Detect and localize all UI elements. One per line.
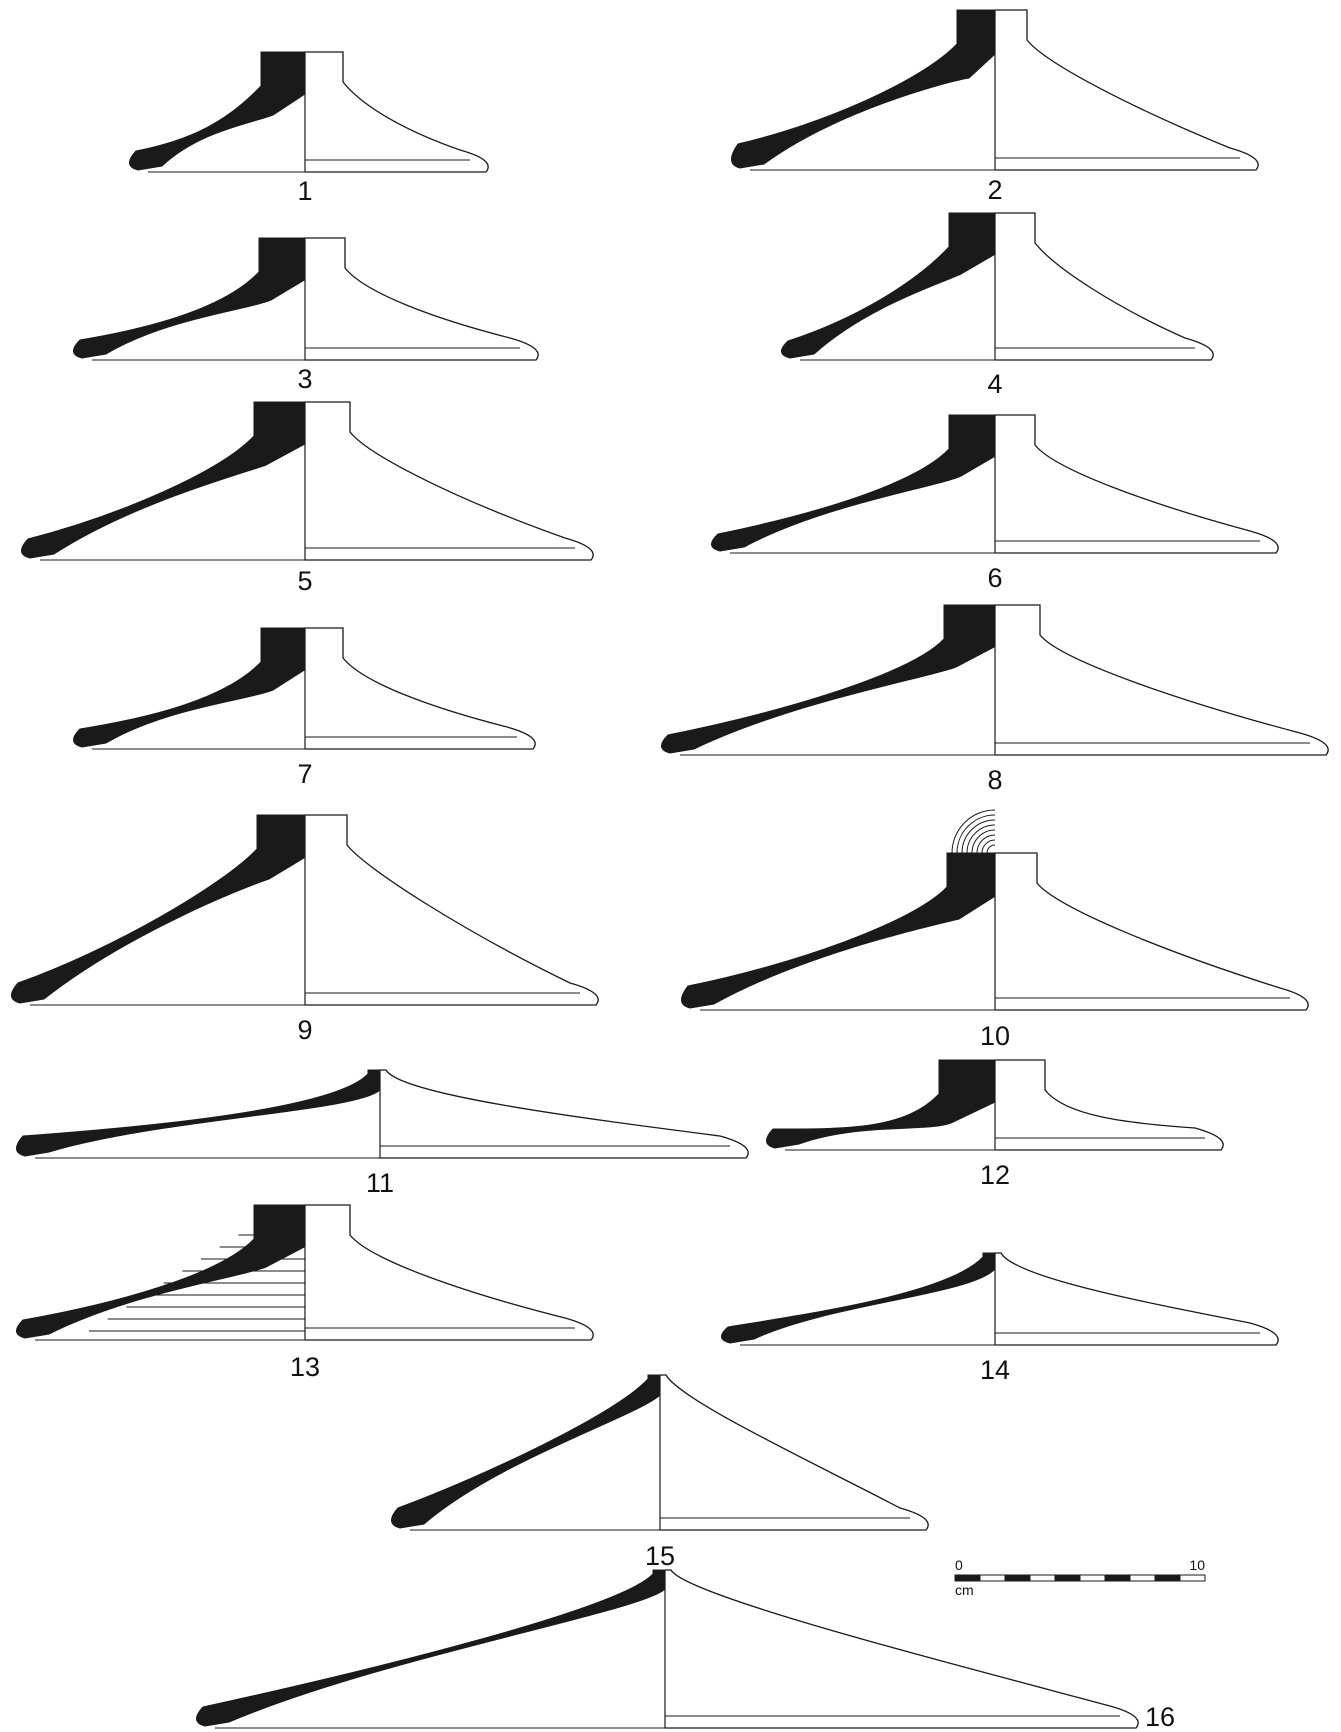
scale-segment: [979, 1574, 1006, 1582]
scale-start-label: 0: [955, 1557, 963, 1573]
figure-label-11: 11: [366, 1168, 394, 1198]
scale-end-label: 10: [1189, 1557, 1205, 1573]
figure-label-8: 8: [987, 765, 1002, 795]
lid-drawing-5: [21, 401, 594, 561]
lid-drawing-8: [661, 604, 1329, 756]
figure-label-14: 14: [980, 1355, 1010, 1385]
lid-exterior-outline: [665, 1569, 1139, 1729]
lid-section-profile: [766, 1059, 996, 1149]
scale-segment: [954, 1574, 981, 1582]
lid-section-profile: [721, 1252, 996, 1344]
lid-exterior-outline: [305, 627, 536, 750]
scale-segment: [1179, 1574, 1206, 1582]
lid-13-hatching: [89, 1234, 305, 1332]
figure-label-16: 16: [1145, 1702, 1175, 1732]
lid-section-profile: [711, 414, 996, 552]
lid-drawing-4: [781, 212, 1214, 361]
figure-label-12: 12: [980, 1160, 1010, 1190]
scale-segment: [1004, 1574, 1031, 1582]
lid-section-profile: [16, 1204, 306, 1339]
lid-drawing-14: [721, 1252, 1279, 1346]
lid-exterior-outline: [995, 1252, 1279, 1346]
lid-section-profile: [681, 852, 996, 1009]
lid-exterior-outline: [995, 1059, 1224, 1151]
lid-drawing-15: [391, 1374, 929, 1531]
lid-section-profile: [11, 814, 306, 1004]
figure-label-5: 5: [297, 566, 312, 596]
lid-drawing-13: [16, 1204, 594, 1341]
figure-label-2: 2: [987, 175, 1002, 205]
lid-exterior-outline: [995, 414, 1279, 554]
lid-drawing-11: [16, 1069, 749, 1159]
lid-section-profile: [129, 51, 306, 171]
scale-unit-label: cm: [955, 1582, 974, 1598]
lid-10-ring-ornament: [951, 809, 996, 854]
lid-drawing-9: [11, 814, 599, 1006]
lid-section-profile: [661, 604, 996, 754]
scale-segment: [1079, 1574, 1106, 1582]
scale-segment: [1154, 1574, 1181, 1582]
figure-label-7: 7: [297, 759, 312, 789]
figure-label-10: 10: [980, 1021, 1010, 1051]
lid-drawing-12: [766, 1059, 1224, 1151]
lid-drawing-6: [711, 414, 1279, 554]
lid-drawing-1: [129, 51, 489, 173]
figure-label-15: 15: [645, 1541, 675, 1571]
lid-exterior-outline: [305, 814, 599, 1006]
lid-drawing-2: [731, 9, 1259, 171]
scale-segment: [1104, 1574, 1131, 1582]
lid-exterior-outline: [995, 604, 1329, 756]
scale-segment: [1129, 1574, 1156, 1582]
lid-exterior-outline: [995, 852, 1309, 1011]
lid-drawing-3: [73, 237, 539, 361]
scale-segment: [1029, 1574, 1056, 1582]
lid-section-profile: [391, 1374, 661, 1529]
lid-section-profile: [73, 237, 306, 359]
lid-section-profile: [21, 401, 306, 559]
figure-label-6: 6: [987, 563, 1002, 593]
figure-label-9: 9: [297, 1015, 312, 1045]
lid-section-profile: [16, 1069, 381, 1157]
lid-section-profile: [73, 627, 306, 748]
scale-segment: [1054, 1574, 1081, 1582]
lid-exterior-outline: [380, 1069, 749, 1159]
lid-exterior-outline: [305, 1204, 594, 1341]
lid-drawing-16: [196, 1569, 1139, 1729]
figure-label-13: 13: [290, 1352, 320, 1382]
figure-label-4: 4: [987, 369, 1002, 399]
figure-label-1: 1: [297, 176, 312, 206]
lid-exterior-outline: [305, 401, 594, 561]
lid-section-profile: [781, 212, 996, 359]
lid-exterior-outline: [995, 9, 1259, 171]
lid-drawing-10: [681, 852, 1309, 1011]
lid-exterior-outline: [660, 1374, 929, 1531]
lid-section-profile: [196, 1569, 666, 1727]
lid-exterior-outline: [305, 51, 489, 173]
scale-bar: 0 10 cm: [954, 1557, 1206, 1598]
lid-drawing-7: [73, 627, 536, 750]
figure-label-3: 3: [297, 364, 312, 394]
lid-exterior-outline: [305, 237, 539, 361]
lid-exterior-outline: [995, 212, 1214, 361]
lid-section-profile: [731, 9, 996, 169]
